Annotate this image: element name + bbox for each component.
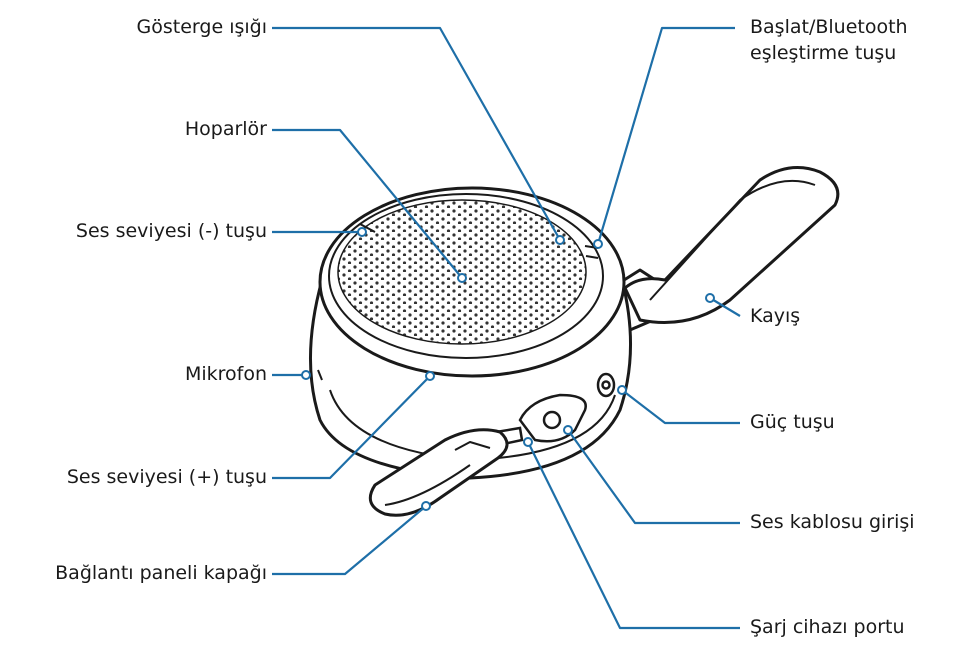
label-start-bluetooth-line1: Başlat/Bluetooth [750,16,908,38]
label-connector-cover: Bağlantı paneli kapağı [55,562,267,584]
label-start-bluetooth-line2: eşleştirme tuşu [750,42,897,64]
leader-dots [301,227,715,511]
label-speaker: Hoparlör [184,118,267,140]
label-microphone: Mikrofon [184,363,267,385]
label-power-button: Güç tuşu [750,411,835,433]
label-indicator-light: Gösterge ışığı [136,16,267,38]
speaker-top [318,186,626,378]
label-charger-port: Şarj cihazı portu [750,616,905,638]
label-volume-up: Ses seviyesi (+) tuşu [66,466,267,488]
leader-lines [272,26,741,630]
rim-buttons [317,223,599,381]
label-strap: Kayış [750,305,801,327]
lower-strap [368,428,509,517]
label-audio-jack: Ses kablosu girişi [750,511,915,533]
label-volume-down: Ses seviyesi (-) tuşu [75,220,267,242]
